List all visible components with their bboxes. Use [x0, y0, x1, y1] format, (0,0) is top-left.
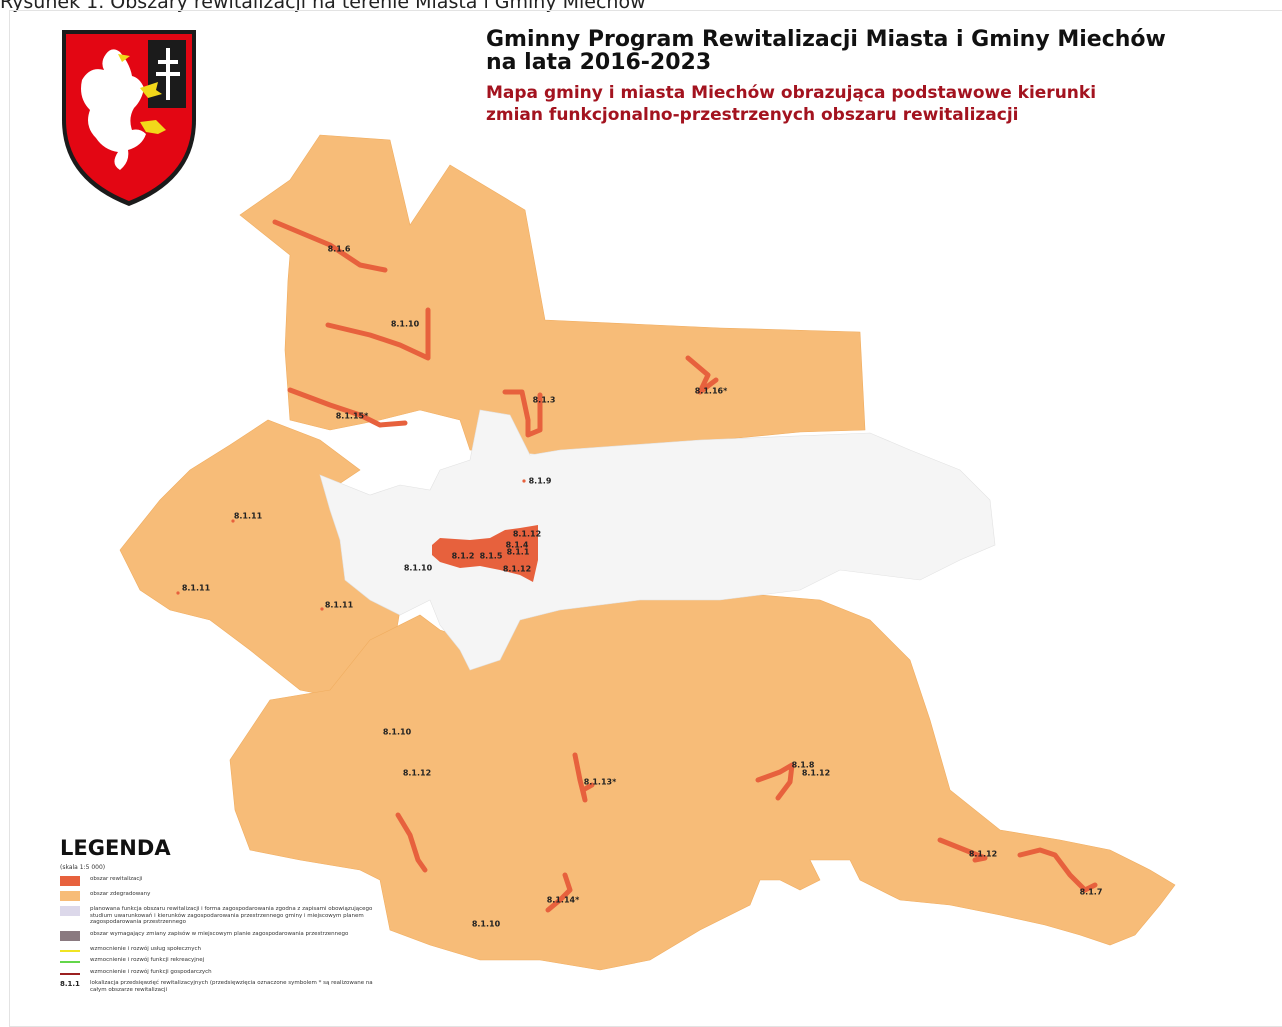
legend-code-example: 8.1.1: [60, 980, 80, 988]
map-label[interactable]: 8.1.10: [403, 563, 433, 573]
map-label[interactable]: 8.1.10: [390, 319, 420, 329]
legend-item-plan-change: obszar wymagający zmiany zapisów w miejs…: [60, 930, 390, 941]
legend-item-economic: wzmocnienie i rozwój funkcji gospodarczy…: [60, 969, 390, 976]
miechow-coat-of-arms-icon: [62, 30, 196, 206]
legend-item-social-services: wzmocnienie i rozwój usług społecznych: [60, 946, 390, 953]
map-subtitle-line-1: Mapa gminy i miasta Miechów obrazująca p…: [486, 83, 1097, 103]
legend-line-swatch: [60, 961, 80, 963]
map-title-line-2: na lata 2016-2023: [486, 50, 712, 75]
map-label[interactable]: 8.1.14*: [546, 895, 580, 905]
legend-line-swatch: [60, 972, 80, 975]
map-label[interactable]: 8.1.4: [505, 540, 529, 550]
legend-item-text: obszar rewitalizacji: [90, 876, 143, 882]
legend-item-text: wzmocnienie i rozwój funkcji rekreacyjne…: [90, 957, 205, 963]
legend-item-text: wzmocnienie i rozwój usług społecznych: [90, 945, 201, 952]
map-label[interactable]: 8.1.16*: [694, 386, 728, 396]
revitalization-areas: [176, 219, 1098, 913]
revitalization-strip: [937, 837, 988, 863]
map-label[interactable]: 8.1.15*: [335, 411, 369, 421]
legend-swatch: [60, 876, 80, 886]
griffin-icon: [81, 49, 146, 170]
legend-item-text: obszar zdegradowany: [90, 891, 151, 897]
legend-item-project-code: 8.1.1 lokalizacja przedsięwzięć rewitali…: [60, 980, 390, 993]
map-subtitle-line-2: zmian funkcjonalno-przestrzenych obszaru…: [486, 105, 1019, 125]
map-label[interactable]: 8.1.6: [327, 244, 351, 254]
revitalization-point: [231, 519, 235, 523]
legend-item-revitalization: obszar rewitalizacji: [60, 876, 390, 886]
map-label[interactable]: 8.1.12: [968, 849, 998, 859]
city-of-miechow: [319, 409, 996, 671]
revitalization-strip: [502, 389, 543, 438]
revitalization-point: [320, 607, 324, 611]
revitalization-strip: [755, 762, 795, 801]
legend: LEGENDA (skala 1:5 000) obszar rewitaliz…: [60, 835, 390, 993]
revitalization-point: [176, 591, 180, 595]
revitalization-strip: [572, 752, 595, 803]
degraded-area-south: [229, 589, 1176, 971]
revitalization-point: [522, 479, 526, 483]
patriarchal-cross-icon: [156, 48, 180, 100]
legend-item-text: lokalizacja przedsięwzięć rewitalizacyjn…: [90, 980, 373, 993]
map-label[interactable]: 8.1.11: [233, 511, 263, 521]
map-title-line-1: Gminny Program Rewitalizacji Miasta i Gm…: [486, 27, 1166, 52]
revitalization-strip: [287, 387, 408, 428]
revitalization-area-center: [432, 525, 538, 582]
legend-swatch: [60, 906, 80, 916]
legend-item-degraded: obszar zdegradowany: [60, 891, 390, 901]
map-label[interactable]: 8.1.2: [451, 551, 475, 561]
figure-caption: Rysunek 1. Obszary rewitalizacji na tere…: [0, 0, 646, 13]
map-label[interactable]: 8.1.11: [324, 600, 354, 610]
legend-item-planned-function: planowana funkcja obszaru rewitalizacji …: [60, 906, 390, 926]
legend-item-text: wzmocnienie i rozwój funkcji gospodarczy…: [90, 968, 212, 975]
griffin-claw-lower: [140, 120, 166, 134]
map-label[interactable]: 8.1.5: [479, 551, 503, 561]
map-label[interactable]: 8.1.1: [506, 547, 530, 557]
griffin-claw-upper: [140, 82, 162, 98]
revitalization-strip: [272, 219, 388, 273]
revitalization-strip: [1017, 847, 1098, 893]
map-label[interactable]: 8.1.11: [181, 583, 211, 593]
griffin-beak: [118, 54, 130, 62]
map-label[interactable]: 8.1.8: [791, 760, 815, 770]
map-label[interactable]: 8.1.12: [801, 768, 831, 778]
map-label[interactable]: 8.1.3: [532, 395, 556, 405]
legend-scale: (skala 1:5 000): [60, 864, 106, 871]
map-label[interactable]: 8.1.7: [1079, 887, 1103, 897]
legend-swatch: [60, 891, 80, 901]
revitalization-strip: [545, 872, 573, 913]
map-label[interactable]: 8.1.13*: [583, 777, 617, 787]
legend-line-swatch: [60, 949, 80, 952]
legend-item-recreation: wzmocnienie i rozwój funkcji rekreacyjne…: [60, 957, 390, 964]
revitalization-strip: [395, 812, 428, 873]
title-block: Gminny Program Rewitalizacji Miasta i Gm…: [486, 28, 1166, 126]
map-label[interactable]: 8.1.10: [382, 727, 412, 737]
map-label[interactable]: 8.1.10: [471, 919, 501, 929]
legend-item-text: obszar wymagający zmiany zapisów w miejs…: [90, 930, 349, 937]
map-label[interactable]: 8.1.9: [528, 476, 552, 486]
revitalization-strip: [325, 307, 431, 361]
revitalization-strip: [685, 355, 719, 395]
map-label[interactable]: 8.1.12: [402, 768, 432, 778]
map-label[interactable]: 8.1.12: [502, 564, 532, 574]
city-area: [319, 409, 996, 671]
legend-item-text: planowana funkcja obszaru rewitalizacji …: [90, 906, 373, 925]
legend-swatch: [60, 930, 80, 941]
legend-title: LEGENDA: [60, 836, 171, 860]
map-label[interactable]: 8.1.12: [512, 529, 542, 539]
